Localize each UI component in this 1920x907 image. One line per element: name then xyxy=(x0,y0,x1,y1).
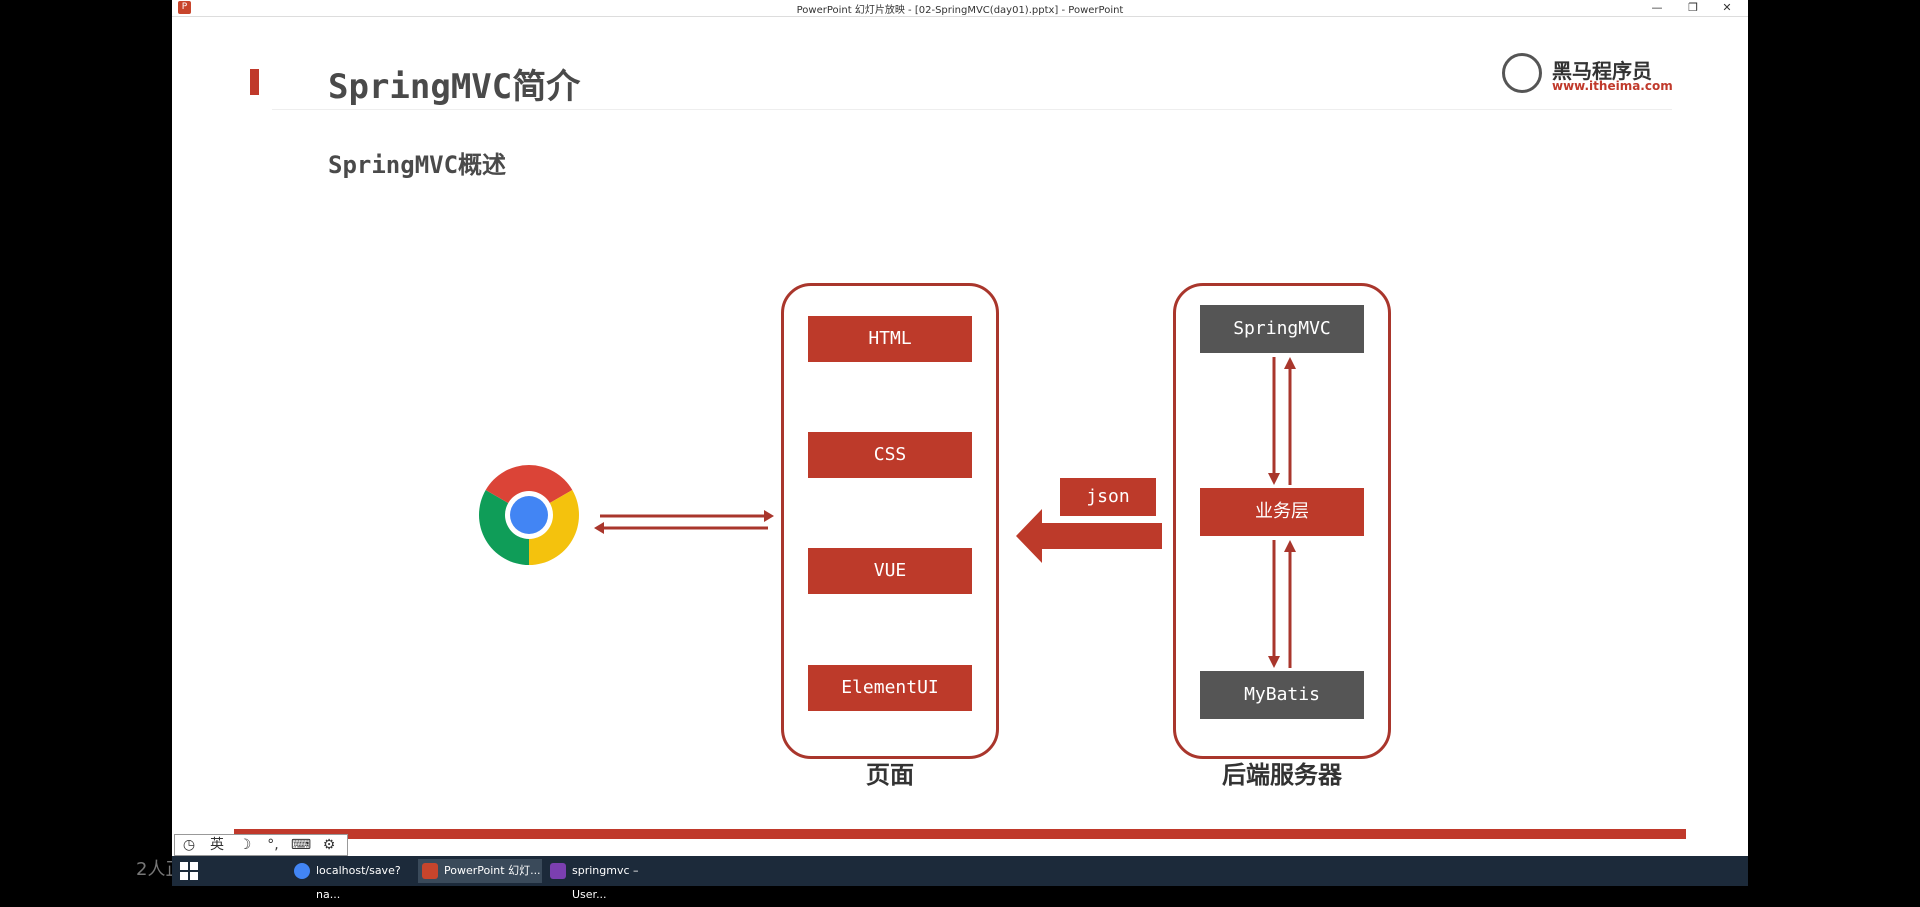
springmvc-service-arrows xyxy=(1268,357,1296,485)
taskbar-item-intellij[interactable]: springmvc – User... xyxy=(546,859,670,901)
page-panel xyxy=(781,283,999,759)
taskbar-item-label: localhost/save?na... xyxy=(316,864,401,901)
slide-subtitle: SpringMVC概述 xyxy=(328,151,507,179)
itheima-logo: 黑马程序员 www.itheima.com xyxy=(1502,51,1673,99)
taskbar-item-powerpoint[interactable]: PowerPoint 幻灯... xyxy=(418,859,542,883)
logo-url: www.itheima.com xyxy=(1552,79,1673,93)
ime-language-toggle[interactable]: 英 xyxy=(210,837,224,853)
powerpoint-icon xyxy=(422,863,438,879)
windows-start-icon[interactable] xyxy=(180,862,198,880)
ime-punctuation-toggle[interactable]: °, xyxy=(267,837,279,853)
title-bar: P PowerPoint 幻灯片放映 - [02-SpringMVC(day01… xyxy=(172,0,1748,17)
ime-settings-icon[interactable]: ⚙ xyxy=(322,837,336,853)
ime-moon-icon[interactable]: ☽ xyxy=(238,837,252,853)
window-title: PowerPoint 幻灯片放映 - [02-SpringMVC(day01).… xyxy=(796,5,1124,16)
intellij-icon xyxy=(550,863,566,879)
minimize-button[interactable]: — xyxy=(1651,1,1663,14)
elementui-box: ElementUI xyxy=(808,665,972,711)
slide-title: SpringMVC简介 xyxy=(328,67,581,107)
ime-logo-icon[interactable]: ◷ xyxy=(182,837,196,853)
title-divider xyxy=(272,109,1672,110)
restore-button[interactable]: ❐ xyxy=(1688,1,1698,14)
mybatis-box: MyBatis xyxy=(1200,671,1364,719)
slide-footer-bar xyxy=(234,829,1686,839)
taskbar-item-chrome[interactable]: localhost/save?na... xyxy=(290,859,414,901)
ime-toolbar[interactable]: ◷ 英 ☽ °, ⌨ ⚙ xyxy=(174,834,348,856)
slide-canvas[interactable]: SpringMVC简介 黑马程序员 www.itheima.com Spring… xyxy=(234,17,1686,839)
taskbar-item-label: PowerPoint 幻灯... xyxy=(444,864,541,877)
chrome-icon xyxy=(294,863,310,879)
server-panel xyxy=(1173,283,1391,759)
logo-brand: 黑马程序员 xyxy=(1552,59,1652,83)
springmvc-box: SpringMVC xyxy=(1200,305,1364,353)
html-box: HTML xyxy=(808,316,972,362)
browser-page-arrows xyxy=(594,510,774,534)
taskbar-item-label: springmvc – User... xyxy=(572,864,639,901)
powerpoint-icon: P xyxy=(178,1,191,14)
horse-logo-icon xyxy=(1502,53,1542,93)
json-response-arrow xyxy=(1016,509,1162,563)
taskbar: localhost/save?na... PowerPoint 幻灯... sp… xyxy=(172,856,1748,901)
vue-box: VUE xyxy=(808,548,972,594)
powerpoint-window: P PowerPoint 幻灯片放映 - [02-SpringMVC(day01… xyxy=(172,0,1748,862)
title-marker xyxy=(250,69,259,95)
chrome-browser-icon xyxy=(479,465,579,565)
close-button[interactable]: ✕ xyxy=(1722,1,1732,14)
service-layer-box: 业务层 xyxy=(1200,488,1364,536)
service-mybatis-arrows xyxy=(1268,540,1296,668)
ime-keyboard-icon[interactable]: ⌨ xyxy=(290,837,312,853)
json-label: json xyxy=(1060,478,1156,516)
server-caption: 后端服务器 xyxy=(1222,761,1342,789)
css-box: CSS xyxy=(808,432,972,478)
page-caption: 页面 xyxy=(866,761,914,789)
